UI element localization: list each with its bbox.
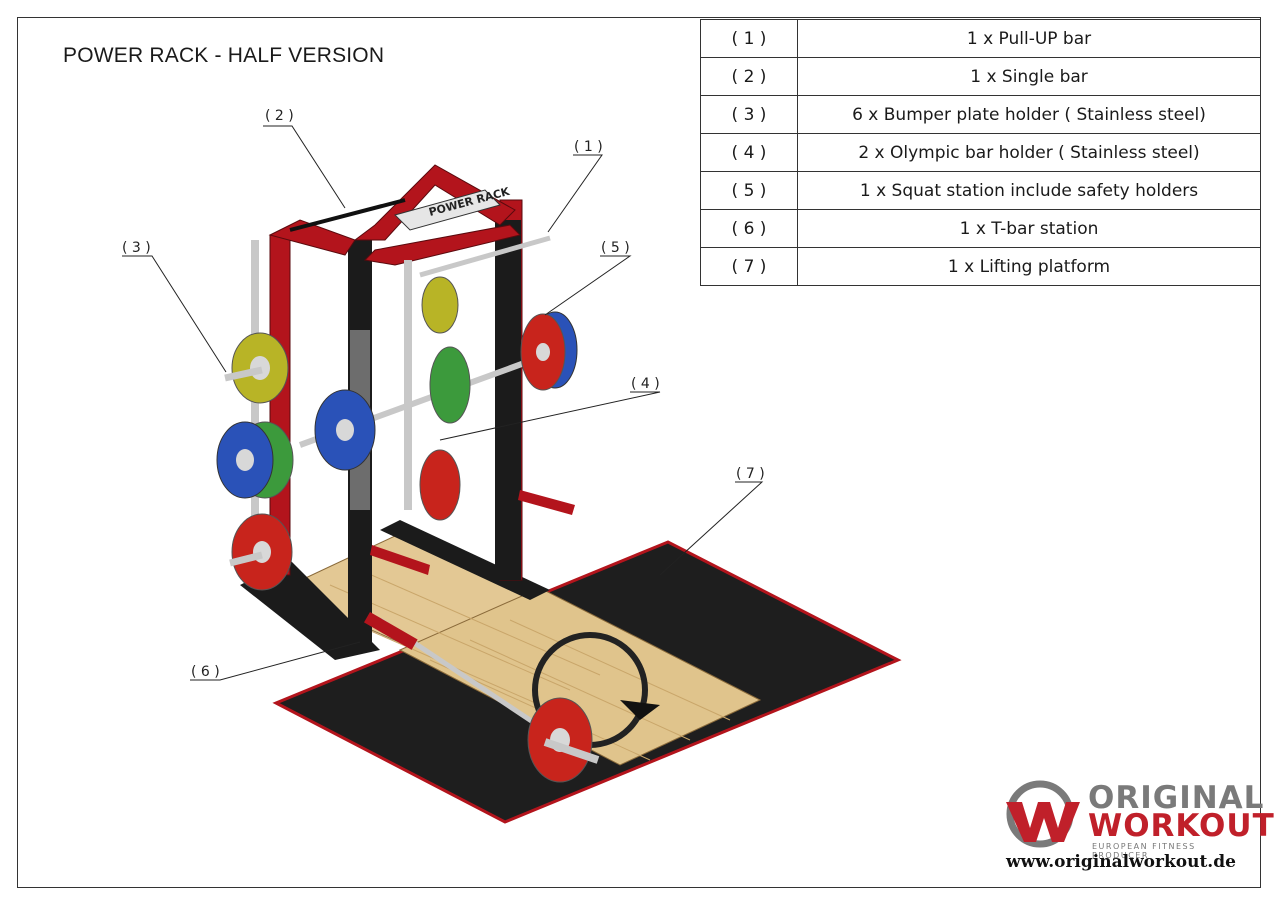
callout-leaders	[122, 125, 764, 681]
part-number: ( 7 )	[700, 247, 798, 286]
part-description: 1 x Squat station include safety holders	[797, 171, 1261, 210]
logo-line2: WORKOUT	[1088, 808, 1275, 844]
squat-safety-left	[370, 545, 430, 575]
front-upright-right	[495, 220, 521, 580]
part-description: 1 x Lifting platform	[797, 247, 1261, 286]
part-number: ( 2 )	[700, 57, 798, 96]
callout-6: ( 6 )	[191, 664, 220, 680]
table-row: ( 1 )1 x Pull-UP bar	[700, 19, 1261, 58]
logo-tagline: EUROPEAN FITNESS PRODUCER	[1092, 842, 1196, 860]
drawing-border	[17, 17, 1261, 888]
table-row: ( 3 )6 x Bumper plate holder ( Stainless…	[700, 95, 1261, 134]
callout-5: ( 5 )	[601, 240, 630, 256]
part-number: ( 6 )	[700, 209, 798, 248]
page-title: POWER RACK - HALF VERSION	[63, 44, 385, 67]
plate-red-mid	[419, 449, 461, 521]
callout-7: ( 7 )	[736, 466, 765, 482]
callout-1: ( 1 )	[574, 139, 603, 155]
rack-sign-plate	[394, 189, 501, 231]
part-description: 6 x Bumper plate holder ( Stainless stee…	[797, 95, 1261, 134]
callout-2: ( 2 )	[265, 108, 294, 124]
plate-yellow-mid	[421, 276, 459, 334]
part-number: ( 5 )	[700, 171, 798, 210]
part-description: 1 x T-bar station	[797, 209, 1261, 248]
website-url: www.originalworkout.de	[1006, 852, 1236, 872]
table-row: ( 7 )1 x Lifting platform	[700, 247, 1261, 286]
part-description: 1 x Pull-UP bar	[797, 19, 1261, 58]
part-number: ( 4 )	[700, 133, 798, 172]
part-number: ( 1 )	[700, 19, 798, 58]
plate-green-mid	[429, 346, 471, 424]
squat-safety-right	[518, 490, 575, 515]
platform-logo-arrow	[620, 700, 660, 720]
table-row: ( 4 )2 x Olympic bar holder ( Stainless …	[700, 133, 1261, 172]
brand-logo: ORIGINAL WORKOUT EUROPEAN FITNESS PRODUC…	[1000, 780, 1274, 875]
logo-line1: ORIGINAL	[1088, 780, 1265, 816]
part-number: ( 3 )	[700, 95, 798, 134]
table-row: ( 6 )1 x T-bar station	[700, 209, 1261, 248]
logo-w-icon	[1006, 780, 1080, 848]
single-bar	[289, 198, 406, 232]
callout-3: ( 3 )	[122, 240, 151, 256]
callout-4: ( 4 )	[631, 376, 660, 392]
parts-table: ( 1 )1 x Pull-UP bar ( 2 )1 x Single bar…	[700, 19, 1261, 286]
pull-up-bar	[419, 235, 551, 278]
table-row: ( 5 )1 x Squat station include safety ho…	[700, 171, 1261, 210]
